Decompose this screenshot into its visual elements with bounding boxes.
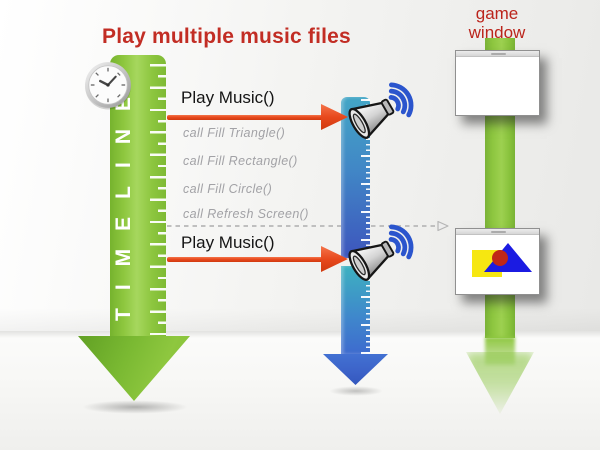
game-window-empty [455, 50, 540, 116]
timeline-arrow-shadow [80, 400, 190, 414]
music-ruler-shadow [328, 386, 384, 396]
play-music-label-1: Play Music() [181, 88, 275, 107]
window-title-text [490, 52, 506, 55]
speaker-icon [348, 82, 414, 139]
game-window-label-text: game window [468, 4, 526, 43]
call-fill-triangle: call Fill Triangle() [183, 126, 286, 140]
call-fill-rectangle: call Fill Rectangle() [183, 154, 298, 168]
play-music-arrow-1 [167, 114, 323, 120]
red-circle [492, 250, 508, 266]
play-music-label-2: Play Music() [181, 233, 275, 252]
call-refresh-screen: call Refresh Screen() [183, 207, 309, 221]
music-ruler-ticks-long [361, 268, 370, 354]
call-fill-circle: call Fill Circle() [183, 182, 273, 196]
ruler-ticks-short [158, 64, 166, 335]
window-titlebar [456, 229, 539, 235]
shapes-drawing [472, 243, 532, 277]
dashed-arrow-head-icon [437, 220, 449, 232]
game-window-shapes [455, 228, 540, 295]
window-titlebar [456, 51, 539, 57]
window-title-text [490, 230, 506, 233]
game-window-label: game window [447, 4, 547, 42]
dashed-flow-line [167, 225, 437, 227]
speaker-icon [348, 224, 414, 281]
play-music-arrow-2 [167, 256, 323, 262]
music-ruler-bottom [341, 266, 370, 354]
music-ruler-ticks-long [361, 99, 370, 258]
clock-icon [85, 62, 131, 110]
page-title: Play multiple music files [102, 25, 351, 48]
